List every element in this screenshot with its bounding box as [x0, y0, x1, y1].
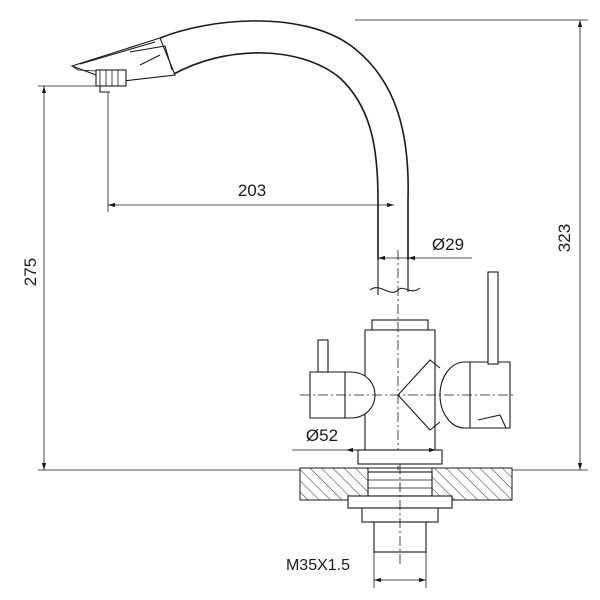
spout	[70, 20, 409, 260]
dimension-spout-reach: 203	[107, 92, 394, 212]
dimension-spout-height: 275	[21, 85, 300, 471]
spout-reach-label: 203	[238, 181, 266, 200]
aerator	[95, 69, 127, 93]
dimension-mount-thread: M35X1.5	[286, 552, 427, 588]
faucet-body	[300, 250, 515, 470]
spout-height-label: 275	[21, 258, 40, 286]
mounting-shank	[347, 464, 453, 565]
base-diameter-label: Ø52	[306, 426, 338, 445]
total-height-label: 323	[555, 224, 574, 252]
dimension-base-diameter: Ø52	[292, 426, 436, 453]
countertop-section	[299, 467, 513, 501]
pipe-diameter-label: Ø29	[432, 235, 464, 254]
pipe-break	[369, 260, 421, 295]
dimension-pipe-diameter: Ø29	[378, 235, 472, 261]
dimension-total-height: 323	[355, 19, 588, 471]
mount-thread-label: M35X1.5	[286, 557, 350, 574]
